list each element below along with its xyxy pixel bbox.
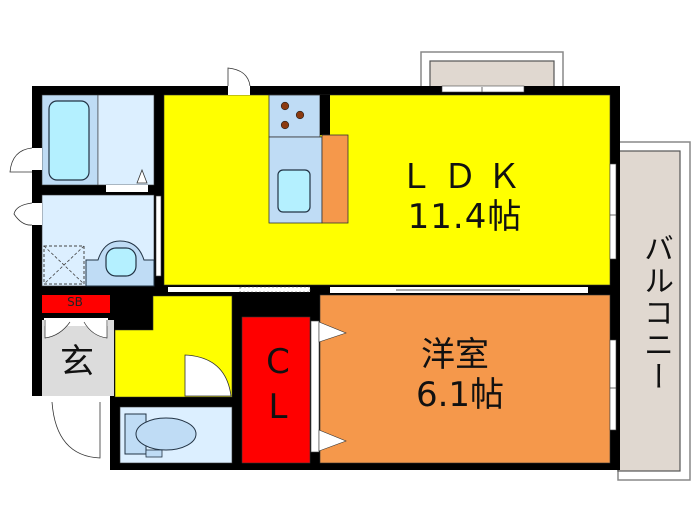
front-door (51, 396, 101, 459)
toilet-room (119, 406, 233, 464)
closet-label-l: L (268, 387, 288, 427)
closet-label-c: C (266, 342, 290, 382)
closet (241, 316, 311, 464)
side-balcony (617, 141, 691, 481)
top-balcony (420, 51, 564, 92)
hallway (114, 295, 233, 398)
sliding-doors-ldk (168, 286, 588, 293)
ldk-size-label: 11.4帖 (407, 197, 523, 237)
western-room-label: 洋室 (421, 335, 489, 375)
washroom (41, 194, 162, 287)
shoe-box-label: SB (67, 295, 83, 309)
entrance-label: 玄 (60, 342, 94, 382)
ldk-room (163, 94, 611, 286)
entrance (42, 295, 114, 396)
side-doors (9, 67, 251, 226)
balcony-label: バルコニー (638, 233, 673, 393)
ldk-label: ＬＤＫ (399, 157, 531, 197)
western-room (310, 294, 611, 464)
western-room-size-label: 6.1帖 (415, 375, 505, 415)
bathroom (41, 94, 155, 192)
windows (441, 85, 617, 431)
kitchen (268, 94, 349, 224)
